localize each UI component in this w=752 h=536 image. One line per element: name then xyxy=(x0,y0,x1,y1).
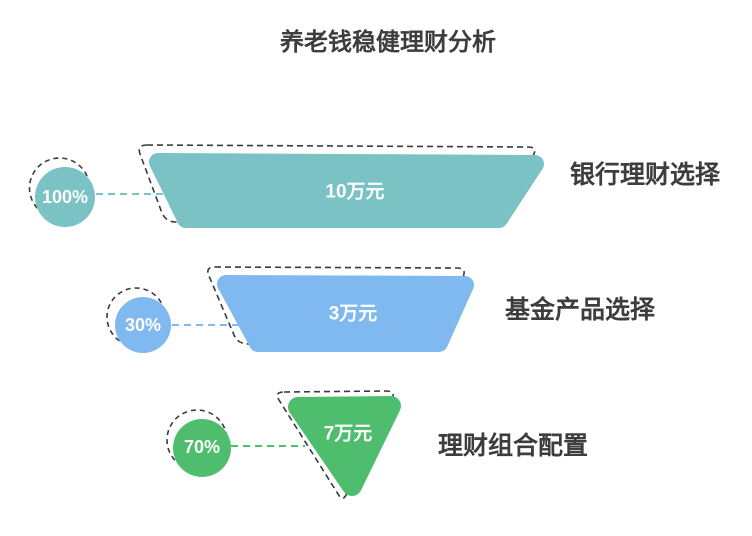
value-label-2: 3万元 xyxy=(329,304,378,325)
funnel-level-3: 70% 7万元 理财组合配置 xyxy=(166,390,588,500)
percent-label-1: 100% xyxy=(42,187,88,207)
funnel-level-1: 100% 10万元 银行理财选择 xyxy=(28,144,721,228)
funnel-level-2: 30% 3万元 基金产品选择 xyxy=(106,266,656,353)
percent-circle-3 xyxy=(173,419,231,477)
percent-circle-2 xyxy=(115,297,171,353)
value-label-3: 7万元 xyxy=(324,424,373,445)
value-label-1: 10万元 xyxy=(325,182,384,203)
stage-label-1: 银行理财选择 xyxy=(570,161,721,189)
percent-circle-1 xyxy=(35,167,95,227)
funnel-segment-3 xyxy=(288,396,401,496)
chart-title: 养老钱稳健理财分析 xyxy=(279,28,496,56)
funnel-outline-1-dashed xyxy=(138,144,536,223)
funnel-segment-1 xyxy=(149,153,544,228)
funnel-outline-3-dashed xyxy=(276,390,394,500)
percent-label-2: 30% xyxy=(125,315,161,335)
percent-label-3: 70% xyxy=(184,437,220,457)
stage-label-2: 基金产品选择 xyxy=(505,295,656,324)
funnel-segment-2 xyxy=(217,275,474,352)
stage-label-3: 理财组合配置 xyxy=(438,431,588,460)
